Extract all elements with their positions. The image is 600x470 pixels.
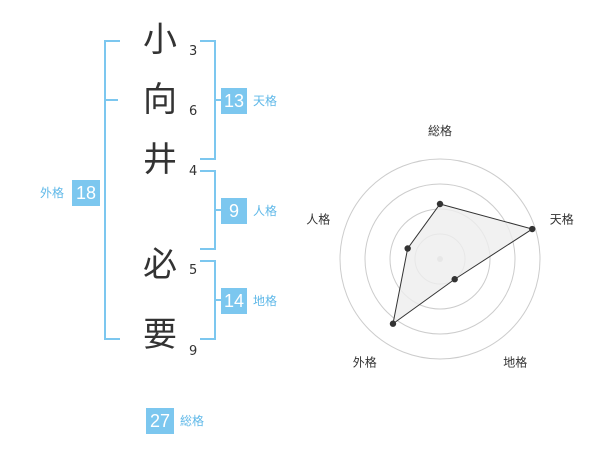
radar-axis-label-3: 外格	[353, 355, 377, 370]
name-char-1: 小	[143, 20, 177, 60]
radar-axis-label-4: 人格	[306, 211, 330, 226]
radar-point-4	[404, 245, 411, 252]
jinkaku-label: 人格	[253, 204, 278, 218]
radar-axis-label-1: 天格	[550, 211, 574, 226]
name-char-2: 向	[143, 80, 177, 120]
radar-shape	[392, 203, 534, 325]
radar-point-1	[529, 225, 536, 233]
radar-point-2	[451, 276, 458, 283]
gaikaku-value: 18	[72, 180, 100, 206]
jinkaku-value: 9	[221, 198, 247, 224]
chikaku-bracket-tick	[214, 299, 222, 301]
tenkaku-bracket-tick	[214, 99, 222, 101]
radar-ring-3	[364, 183, 516, 335]
radar-ring-4	[339, 158, 541, 360]
stroke-count-2: 6	[189, 104, 198, 119]
gaikaku-bracket	[104, 40, 120, 340]
radar-polygon	[392, 203, 534, 325]
gaikaku-bracket-tick	[104, 99, 118, 101]
radar-point-3	[389, 320, 397, 327]
chikaku-label: 地格	[253, 294, 278, 308]
soukaku-label: 総格	[180, 414, 205, 428]
radar-points	[389, 200, 536, 327]
stroke-count-3: 4	[189, 164, 198, 179]
name-char-5: 要	[143, 315, 177, 355]
jinkaku-bracket-tick	[214, 209, 222, 211]
radar-point-0	[436, 200, 444, 208]
name-char-3: 井	[143, 140, 177, 180]
soukaku-value: 27	[146, 408, 174, 434]
stroke-count-4: 5	[189, 263, 198, 278]
stroke-count-1: 3	[189, 44, 198, 59]
chikaku-value: 14	[221, 288, 247, 314]
stroke-count-5: 9	[189, 344, 198, 359]
tenkaku-value: 13	[221, 88, 247, 114]
radar-axis-label-2: 地格	[503, 355, 527, 370]
gaikaku-label: 外格	[40, 186, 65, 200]
radar-axis-label-0: 総格	[428, 123, 452, 138]
tenkaku-label: 天格	[253, 94, 278, 108]
name-char-4: 必	[143, 245, 177, 285]
